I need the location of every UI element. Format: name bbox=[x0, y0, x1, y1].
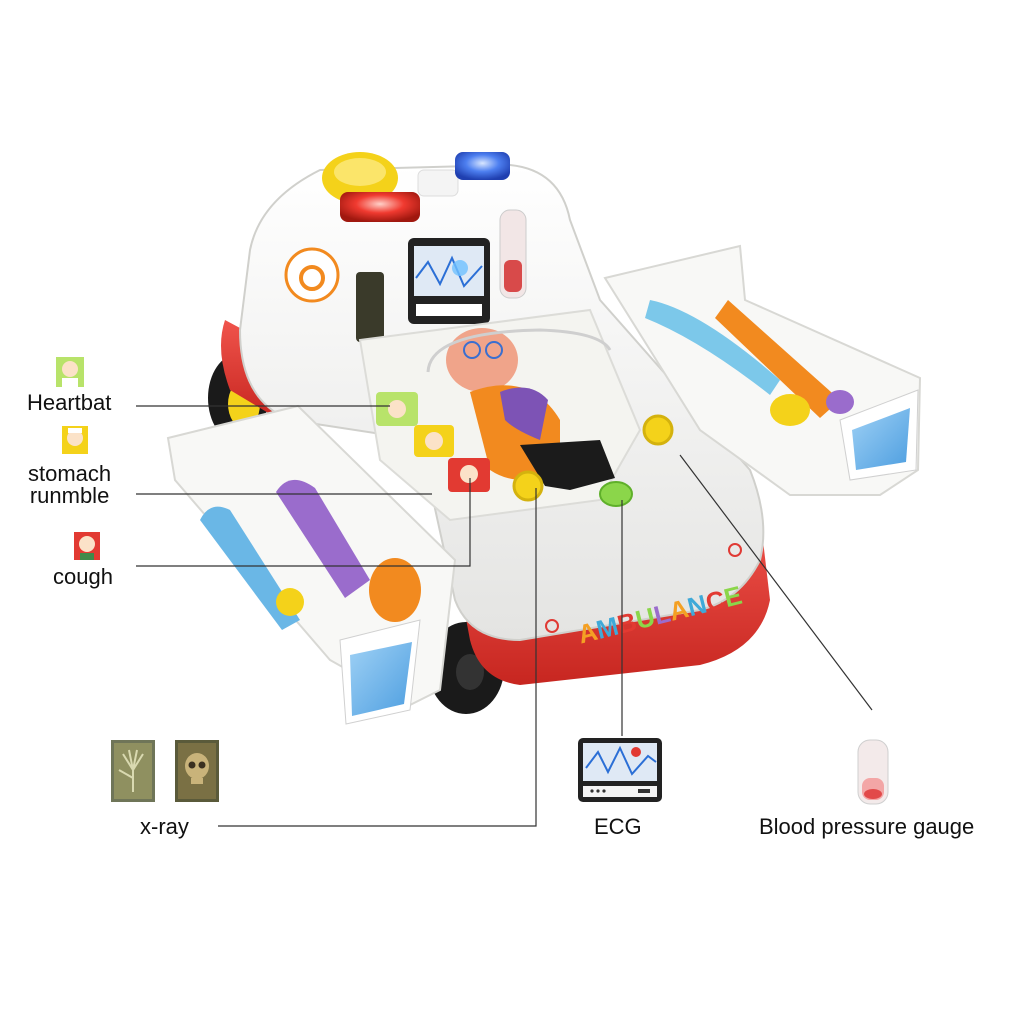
ecg-button[interactable] bbox=[599, 481, 633, 507]
left-tool-compartment bbox=[166, 404, 457, 725]
yellow-roof-dome bbox=[322, 152, 398, 204]
patient-face-icon bbox=[74, 532, 100, 560]
ecg-label: ECG bbox=[594, 814, 642, 839]
orange-syringe-toy bbox=[715, 300, 840, 418]
hand-xray-icon bbox=[111, 740, 155, 802]
stomach-label: stomach runmble bbox=[28, 463, 111, 507]
ambulance-front-text: AMBULANCE bbox=[545, 543, 745, 650]
blue-siren-light bbox=[455, 152, 510, 180]
xray-knob[interactable] bbox=[512, 470, 544, 502]
purple-tool-toy bbox=[276, 479, 370, 598]
ambulance-logo bbox=[284, 247, 340, 303]
orange-bottle-toy bbox=[369, 558, 421, 622]
bp-knob[interactable] bbox=[642, 414, 674, 446]
callout-lines bbox=[136, 405, 873, 827]
stomach-label-line-2: runmble bbox=[29, 483, 110, 508]
patient-figure bbox=[446, 328, 615, 490]
svg-text:AMBULANCE: AMBULANCE bbox=[575, 580, 745, 650]
cough-label: cough bbox=[53, 564, 113, 589]
syringe-toy bbox=[645, 300, 780, 395]
ecg-screen bbox=[408, 238, 490, 324]
thermometer-toy bbox=[200, 506, 300, 630]
ecg-monitor-icon bbox=[578, 738, 662, 802]
stomach-label-line-1: stomach bbox=[28, 461, 112, 486]
nurse-face-icon bbox=[62, 426, 88, 454]
doctor-face-icon bbox=[56, 357, 84, 387]
bp-label: Blood pressure gauge bbox=[759, 814, 975, 839]
skull-xray-icon bbox=[175, 740, 219, 802]
heartbeat-label: Heartbat bbox=[27, 390, 112, 415]
right-tool-compartment bbox=[603, 244, 922, 496]
red-siren-light bbox=[340, 192, 420, 222]
bp-tube-icon bbox=[857, 739, 889, 805]
bp-tube-on-toy bbox=[499, 209, 527, 299]
xray-label: x-ray bbox=[140, 814, 189, 839]
side-window bbox=[356, 272, 384, 342]
